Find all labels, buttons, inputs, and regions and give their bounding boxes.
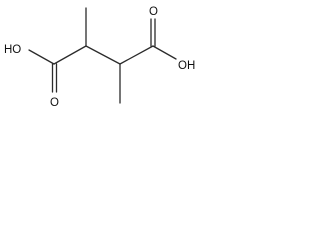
bond-c4-to-oh <box>152 45 177 60</box>
hydroxyl-right-label: OH <box>178 60 195 72</box>
chemical-structure-diagram: HO O O OH <box>4 6 195 109</box>
hydroxyl-left-label: HO <box>4 44 21 56</box>
bond-ho-to-c1 <box>28 49 55 65</box>
carbonyl-left-label: O <box>50 97 59 109</box>
carbonyl-right-label: O <box>149 6 158 18</box>
bond-c1-to-c2 <box>53 45 87 65</box>
bond-c2-to-c3 <box>85 45 121 65</box>
bond-c3-to-c4 <box>119 45 154 65</box>
